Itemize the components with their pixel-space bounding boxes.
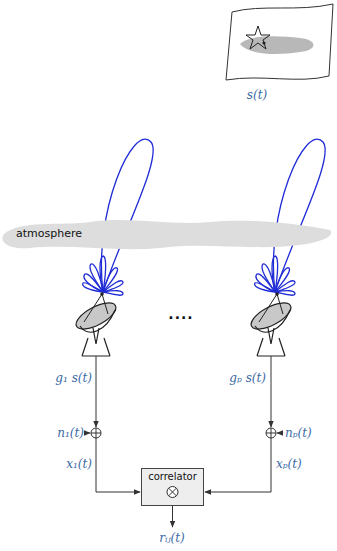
signal-label: g₁ s(t) bbox=[55, 371, 92, 385]
signal-label: x₁(t) bbox=[66, 457, 92, 471]
wire bbox=[205, 438, 271, 492]
region-label: atmosphere bbox=[16, 227, 82, 241]
wire bbox=[96, 438, 140, 492]
noise-label: n₁(t) bbox=[57, 426, 84, 440]
box-title: correlator bbox=[142, 469, 203, 483]
noise-label: nₚ(t) bbox=[285, 426, 312, 440]
signal-label: gₚ s(t) bbox=[229, 371, 266, 385]
ellipsis: ···· bbox=[168, 311, 193, 325]
output-label: rᵢⱼ(t) bbox=[159, 531, 185, 545]
wire bbox=[172, 506, 173, 527]
correlator-box: correlator bbox=[141, 468, 204, 506]
signal-label: xₚ(t) bbox=[276, 457, 302, 471]
signal-label: s(t) bbox=[247, 88, 267, 102]
